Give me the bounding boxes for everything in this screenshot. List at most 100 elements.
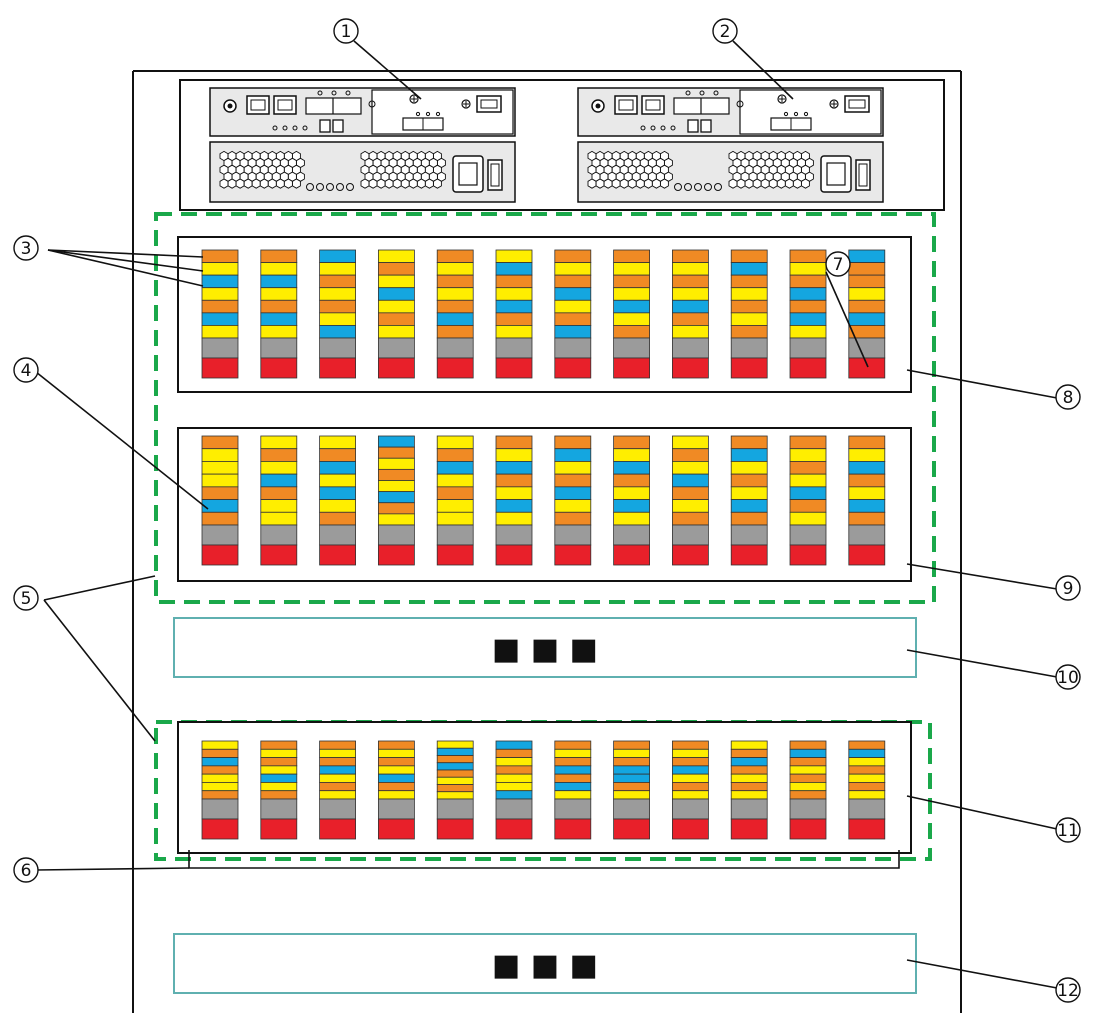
drive-segment (848, 765, 886, 775)
drive-segment (672, 435, 709, 450)
drive-gray-block (201, 798, 239, 820)
callout-4: 4 (13, 357, 39, 383)
drive-segment (436, 448, 474, 462)
drive-segment (495, 511, 533, 526)
drive-gray-block (436, 337, 474, 359)
drive-red-block (672, 818, 709, 840)
vent-grids (219, 150, 814, 189)
callout-8: 8 (1055, 384, 1081, 410)
vent-hole (235, 178, 245, 189)
drive-segment (377, 446, 415, 459)
drive-segment (377, 468, 415, 481)
drive-red-block (848, 544, 886, 566)
vent-hole (259, 178, 269, 189)
drive-segment (730, 757, 768, 767)
drive-segment (848, 499, 886, 513)
drive-segment (260, 448, 298, 462)
callout-11: 11 (1055, 817, 1081, 843)
drive-group-outline-upper (154, 212, 936, 604)
drive-segment (789, 748, 827, 758)
drive-segment (377, 299, 415, 314)
drive-segment (260, 499, 298, 513)
drive-segment (672, 748, 709, 758)
drive-segment (613, 765, 650, 775)
drive-segment (848, 782, 886, 792)
drive-segment (554, 748, 592, 758)
vent-hole (603, 178, 613, 189)
drive-gray-block (436, 524, 474, 546)
drive-segment (201, 790, 239, 800)
drive-segment (672, 262, 709, 276)
vent-hole (424, 178, 434, 189)
vent-hole (792, 178, 802, 189)
drive-red-block (436, 544, 474, 566)
drive-segment (730, 782, 768, 792)
drive-segment (260, 782, 298, 792)
drive-segment (495, 486, 533, 500)
drive-segment (789, 274, 827, 289)
drive-segment (319, 249, 357, 263)
drive-red-block (377, 544, 415, 566)
drive-segment (848, 435, 886, 450)
drive-red-block (613, 544, 650, 566)
drive-segment (730, 249, 768, 263)
drive-red-block (201, 357, 239, 379)
drive-segment (554, 486, 592, 500)
drive-gray-block (377, 524, 415, 546)
drive-segment (377, 782, 415, 792)
drive-segment (319, 511, 357, 526)
drive-segment (730, 765, 768, 775)
drive-segment (554, 773, 592, 783)
callout-1: 1 (333, 18, 359, 44)
drive-segment (260, 473, 298, 488)
drive-segment (672, 773, 709, 783)
drive-gray-block (260, 524, 298, 546)
drive-segment (554, 757, 592, 767)
drive-red-block (613, 357, 650, 379)
drive-segment (554, 312, 592, 326)
drive-gray-block (672, 337, 709, 359)
drive-segment (260, 274, 298, 289)
drive-segment (730, 435, 768, 450)
drive-segment (554, 499, 592, 513)
drive-segment (377, 740, 415, 750)
drive-segment (201, 499, 239, 513)
drive-segment (789, 486, 827, 500)
drive-segment (848, 790, 886, 800)
drive-segment (848, 249, 886, 263)
drive-segment (554, 782, 592, 792)
drive-segment (613, 299, 650, 314)
drive-segment (260, 262, 298, 276)
vent-hole (368, 178, 378, 189)
drive-segment (730, 748, 768, 758)
callout-6: 6 (13, 857, 39, 883)
drive-gray-block (554, 337, 592, 359)
drive-segment (848, 511, 886, 526)
callout-label: 2 (720, 22, 731, 42)
drive-segment (672, 448, 709, 462)
drive-tray-9 (177, 427, 912, 582)
vent-hole (768, 178, 778, 189)
vent-hole (619, 178, 629, 189)
drive-segment (260, 461, 298, 475)
callout-3: 3 (13, 235, 39, 261)
vent-hole (275, 178, 285, 189)
drive-segment (554, 325, 592, 339)
drive-segment (436, 784, 474, 793)
drive-segment (672, 790, 709, 800)
drive-segment (495, 765, 533, 775)
drive-segment (260, 790, 298, 800)
drive-segment (377, 262, 415, 276)
vent-hole (283, 178, 293, 189)
drive-red-block (495, 357, 533, 379)
drive-gray-block (319, 524, 357, 546)
drive-gray-block (554, 524, 592, 546)
drive-segment (436, 287, 474, 301)
drive-red-block (495, 818, 533, 840)
drive-segment (730, 486, 768, 500)
drive-segment (789, 473, 827, 488)
drive-segment (201, 757, 239, 767)
drive-segment (554, 461, 592, 475)
callout-label: 3 (21, 239, 32, 259)
drive-segment (377, 274, 415, 289)
